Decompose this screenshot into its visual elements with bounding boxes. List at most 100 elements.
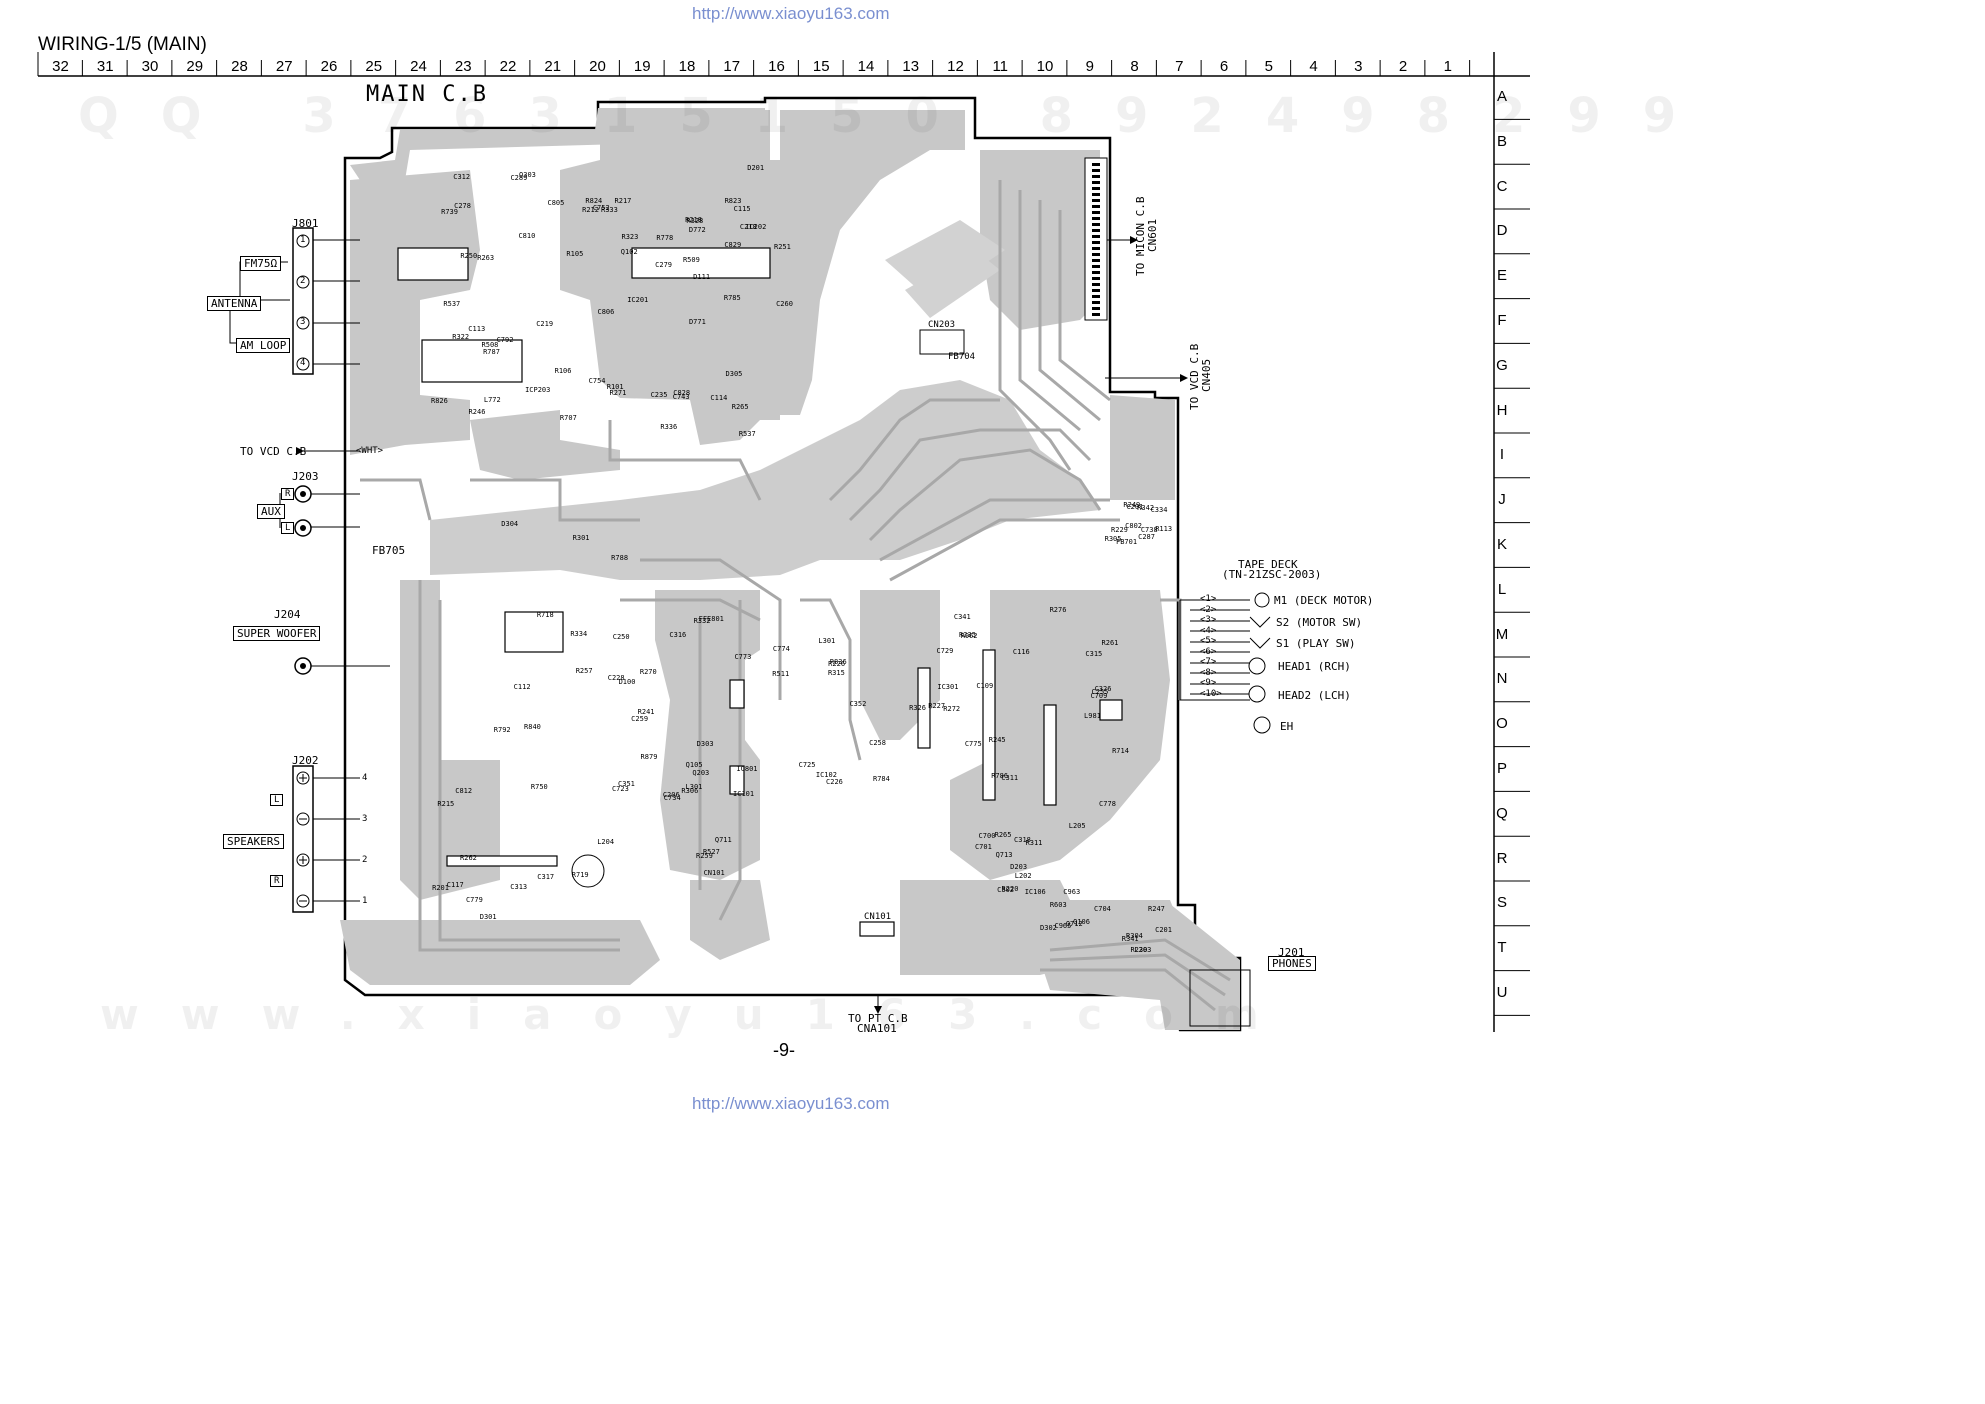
component-ref: Q712	[1065, 919, 1083, 928]
component-ref: C810	[518, 232, 536, 241]
grid-column-32: 32	[52, 58, 69, 75]
component-ref: D771	[688, 318, 706, 327]
component-ref: C352	[849, 699, 867, 708]
grid-column-15: 15	[812, 58, 830, 75]
component-ref: C259	[631, 715, 649, 724]
component-ref: R824	[585, 196, 603, 205]
grid-row-O: O	[1496, 715, 1508, 733]
component-ref: R265	[731, 402, 749, 411]
component-ref: R326	[909, 704, 926, 713]
component-ref: C806	[597, 307, 615, 316]
speakers-r-label: R	[270, 875, 284, 887]
component-ref: C334	[1150, 505, 1168, 514]
component-ref: Q203	[692, 769, 710, 778]
component-ref: C109	[976, 682, 994, 691]
component-ref: R788	[611, 554, 629, 563]
j801-pin-2: 2	[300, 276, 306, 286]
grid-column-2: 2	[1398, 58, 1408, 75]
micon-pin	[1092, 205, 1100, 208]
background-watermark-bottom: www.xiaoyu163.com	[100, 990, 1301, 1039]
tape-func-s2: S2 (MOTOR SW)	[1276, 616, 1363, 629]
to-vcd-left-label: TO VCD C.B	[240, 445, 307, 458]
component-ref: C725	[798, 761, 816, 770]
component-ref: C792	[496, 336, 514, 345]
component-ref: C704	[1094, 904, 1111, 913]
micon-pin	[1092, 169, 1100, 172]
component-ref: R714	[1112, 747, 1129, 756]
micon-pin	[1092, 235, 1100, 238]
grid-row-T: T	[1497, 939, 1507, 957]
component-ref: R826	[430, 396, 448, 405]
component-ref: R787	[483, 348, 500, 357]
component-ref: R508	[481, 341, 499, 350]
component-ref: R322	[452, 332, 470, 341]
grid-column-14: 14	[857, 58, 875, 75]
component-ref: C709	[1090, 692, 1108, 701]
grid-row-F: F	[1497, 312, 1507, 329]
component-ref: C260	[776, 299, 793, 308]
component-ref: C255	[1091, 688, 1109, 697]
component-ref: R218	[685, 216, 702, 225]
background-watermark-top: QQ 376315150 892498299	[78, 88, 1719, 144]
grid-column-5: 5	[1264, 58, 1273, 75]
component-ref: C752	[592, 203, 610, 212]
micon-pin	[1092, 307, 1100, 310]
component-ref: C723	[611, 785, 629, 794]
j203-label: J203	[292, 470, 319, 483]
component-ref: C279	[655, 260, 672, 269]
micon-pin	[1092, 301, 1100, 304]
component-ref: L301	[818, 637, 836, 646]
component-ref: R603	[1049, 901, 1067, 910]
top-url[interactable]: http://www.xiaoyu163.com	[692, 4, 890, 23]
grid-row-N: N	[1496, 670, 1508, 688]
grid-row-S: S	[1496, 894, 1507, 912]
component-ref: R784	[873, 774, 890, 783]
component-ref: C829	[724, 241, 742, 250]
speakers-l-label: L	[270, 794, 284, 806]
component-ref: C754	[588, 376, 606, 385]
micon-pin	[1092, 277, 1100, 280]
grid-row-K: K	[1496, 536, 1507, 553]
grid-column-30: 30	[141, 58, 159, 75]
component-ref: R247	[1148, 905, 1165, 914]
component-ref: C351	[618, 779, 635, 788]
j201-label: J201	[1278, 946, 1305, 959]
component-ref: Q711	[714, 835, 732, 844]
grid-column-20: 20	[589, 58, 606, 75]
component-ref: C700	[978, 832, 996, 841]
component-ref: L204	[597, 838, 615, 847]
component-ref: L981	[1084, 712, 1101, 721]
j801-pin-4: 4	[300, 358, 306, 368]
micon-pin	[1092, 163, 1100, 166]
component-ref: C278	[454, 201, 471, 210]
component-ref: D111	[693, 273, 711, 282]
tape-deck-pin: <6>	[1200, 646, 1217, 657]
vcd-cn405-label: CN405	[1200, 358, 1213, 392]
component-ref: R276	[1049, 606, 1067, 615]
tape-deck-pin: <9>	[1200, 678, 1217, 688]
super-woofer-label: SUPER WOOFER	[233, 626, 321, 641]
tape-func-head2: HEAD2 (LCH)	[1278, 689, 1351, 702]
micon-pin	[1092, 223, 1100, 226]
bottom-url[interactable]: http://www.xiaoyu163.com	[692, 1094, 890, 1113]
j801-pin-1: 1	[300, 235, 306, 245]
component-ref: FB701	[1116, 538, 1138, 547]
component-ref: L301	[685, 782, 703, 791]
component-ref: Q303	[519, 171, 536, 180]
component-ref: C206	[662, 790, 680, 799]
component-ref: D301	[479, 912, 497, 921]
micon-pin	[1092, 187, 1100, 190]
page-title: WIRING-1/5 (MAIN)	[38, 34, 207, 55]
j204-label: J204	[274, 608, 301, 621]
component-ref: FFE801	[698, 615, 724, 624]
pt-cna101-label: CNA101	[857, 1022, 897, 1035]
grid-row-A: A	[1496, 88, 1507, 105]
micon-pin	[1092, 271, 1100, 274]
component-ref: C201	[1126, 503, 1144, 512]
j202-pin-1: 1	[362, 896, 368, 906]
component-ref: R792	[493, 726, 511, 735]
component-ref: C701	[974, 843, 992, 852]
component-ref: R332	[693, 617, 711, 626]
tape-deck-title: TAPE DECK	[1238, 558, 1298, 571]
component-ref: C289	[510, 174, 528, 183]
